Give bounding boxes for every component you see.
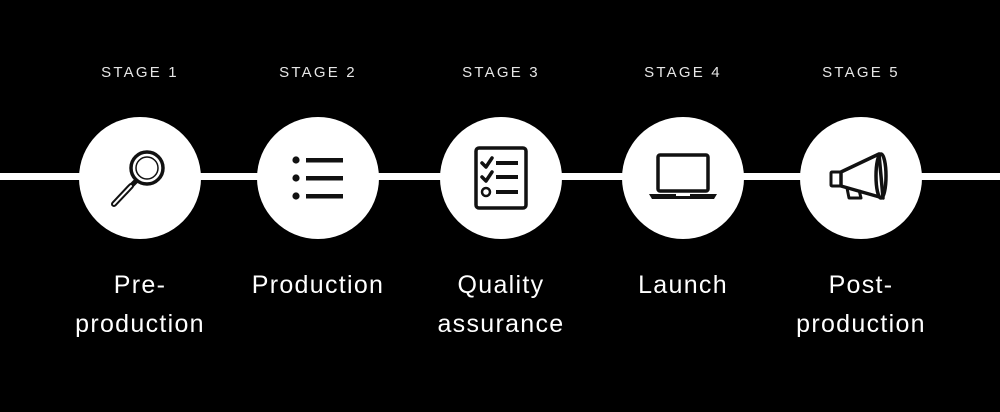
stage-4: STAGE 4 Launch [588,0,778,412]
stage-name-line: Pre- [113,271,167,299]
megaphone-icon [829,152,888,200]
stage-name-line: Quality [457,271,545,299]
stage-name: Production [223,266,413,305]
stage-3: STAGE 3 Quality assurance [406,0,596,412]
stage-name: Launch [588,266,778,305]
stage-label: STAGE 2 [279,64,357,81]
stage-circle [440,117,562,239]
stage-name-line: Launch [638,271,728,299]
checklist-icon [474,146,528,210]
stage-name-line: Production [251,271,385,299]
stage-2: STAGE 2 Production [223,0,413,412]
stage-label: STAGE 1 [101,64,179,81]
stage-name-line: production [75,310,205,338]
stage-circle [257,117,379,239]
stage-name: Quality assurance [406,266,596,344]
stage-circle [800,117,922,239]
stage-label: STAGE 5 [822,64,900,81]
stage-5: STAGE 5 Post- production [766,0,956,412]
magnifier-icon [111,150,165,207]
stage-label: STAGE 4 [644,64,722,81]
stage-name-line: production [796,310,926,338]
stage-name-line: Post- [828,271,894,299]
stage-name-line: assurance [437,310,565,338]
stage-label: STAGE 3 [462,64,540,81]
stage-circle [79,117,201,239]
laptop-icon [649,153,717,199]
stage-name: Pre- production [45,266,235,344]
stage-name: Post- production [766,266,956,344]
stage-1: STAGE 1 Pre- production [45,0,235,412]
stage-circle [622,117,744,239]
bulleted-list-icon [292,156,343,200]
